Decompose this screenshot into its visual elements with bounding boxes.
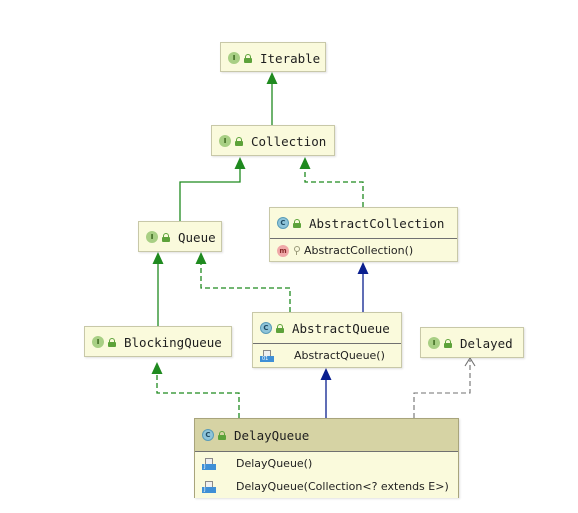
node-collection-title: Collection [251,133,327,149]
member-row[interactable]: AbstractQueue() [253,344,401,367]
public-lock-icon [162,232,170,242]
node-delay-queue-members: DelayQueue() DelayQueue(Collection<? ext… [195,452,458,498]
class-icon: C [277,217,289,229]
class-icon: C [202,429,214,441]
member-label: AbstractQueue() [294,349,385,362]
node-delayed[interactable]: I Delayed [420,327,524,358]
edge-queue-collection [179,157,246,221]
edge-abstractqueue-queue [195,252,291,312]
member-label: DelayQueue() [236,457,313,470]
constructor-icon [202,480,216,493]
node-queue-title: Queue [178,229,216,245]
edge-abstractcollection-collection [299,157,364,207]
public-lock-icon [444,338,452,348]
node-blocking-queue-title: BlockingQueue [124,334,222,350]
node-abstract-queue-title: AbstractQueue [292,320,390,336]
constructor-icon [202,457,216,470]
node-delay-queue-title: DelayQueue [234,427,310,443]
node-abstract-queue[interactable]: C AbstractQueue AbstractQueue() [252,312,402,368]
node-blocking-queue[interactable]: I BlockingQueue [84,326,232,357]
member-label: AbstractCollection() [304,244,414,257]
node-delay-queue[interactable]: C DelayQueue DelayQueue() DelayQueue(Col… [194,418,459,498]
public-lock-icon [293,218,301,228]
node-queue-header: I Queue [139,222,221,252]
class-icon: C [260,322,272,334]
node-abstract-collection[interactable]: C AbstractCollection m AbstractCollectio… [269,207,458,262]
node-collection-header: I Collection [212,126,334,156]
member-label: DelayQueue(Collection<? extends E>) [236,480,449,493]
node-abstract-collection-title: AbstractCollection [309,215,445,231]
interface-icon: I [428,337,440,349]
node-queue[interactable]: I Queue [138,221,222,252]
public-lock-icon [276,323,284,333]
edge-collection-iterable [266,72,278,125]
edge-blockingqueue-queue [152,252,164,326]
node-collection[interactable]: I Collection [211,125,335,156]
interface-icon: I [146,231,158,243]
field-icon [260,349,274,362]
interface-icon: I [228,52,240,64]
node-delay-queue-header: C DelayQueue [195,419,458,451]
node-iterable-header: I Iterable [221,43,325,73]
public-lock-icon [244,53,252,63]
edge-abstractqueue-abstractcollection [357,262,369,312]
interface-icon: I [92,336,104,348]
public-lock-icon [108,337,116,347]
edge-delayqueue-abstractqueue [320,368,332,418]
edge-delayqueue-delayed [413,356,476,418]
separator [253,343,401,344]
method-icon: m [277,244,289,257]
node-iterable-title: Iterable [260,50,321,66]
public-lock-icon [218,430,226,440]
separator [195,451,458,452]
member-row[interactable]: DelayQueue() [195,452,458,475]
node-delayed-title: Delayed [460,335,513,351]
node-abstract-collection-header: C AbstractCollection [270,208,457,238]
node-iterable[interactable]: I Iterable [220,42,326,72]
node-delayed-header: I Delayed [421,328,523,358]
edge-delayqueue-blockingqueue [151,362,240,418]
separator [270,238,457,239]
protected-key-icon [293,246,300,255]
node-blocking-queue-header: I BlockingQueue [85,327,231,357]
interface-icon: I [219,135,231,147]
member-row[interactable]: DelayQueue(Collection<? extends E>) [195,475,458,498]
member-row[interactable]: m AbstractCollection() [270,239,457,262]
node-abstract-queue-header: C AbstractQueue [253,313,401,343]
public-lock-icon [235,136,243,146]
